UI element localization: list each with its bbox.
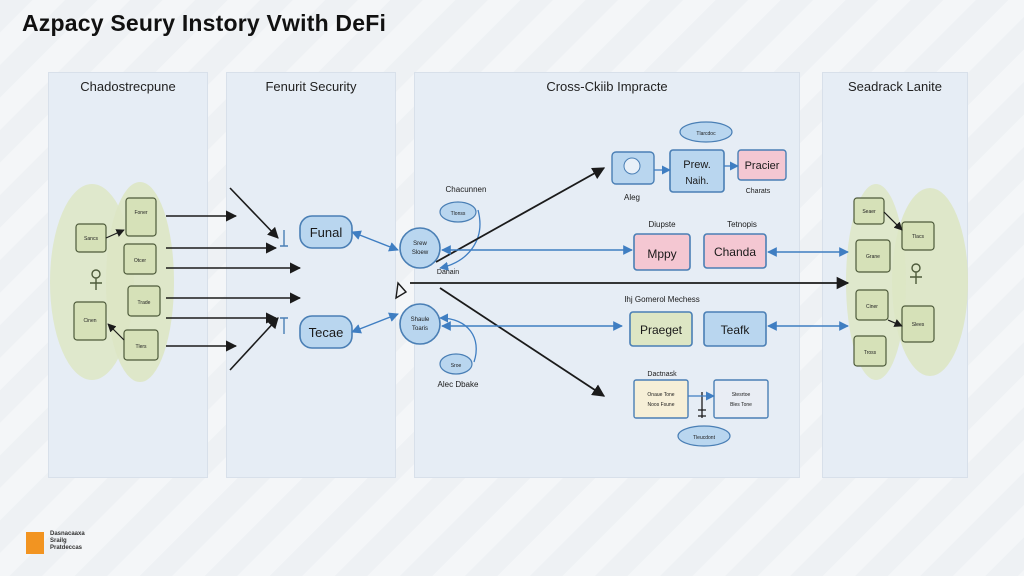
right-stack-connector — [887, 319, 903, 327]
left-stack-person-icon — [90, 269, 102, 290]
mppy-label: Mppy — [647, 247, 676, 261]
cloud-top-label: Tlarcdoc — [696, 131, 716, 137]
funal-label: Funal — [310, 225, 343, 240]
right-stack-connector — [883, 211, 903, 231]
left-stack-label: Sancs — [84, 236, 98, 242]
left-stack-label: Foner — [134, 210, 147, 216]
teafk-label: Teafk — [721, 323, 751, 337]
cloud-lower — [439, 353, 473, 375]
right-stack-person-icon — [910, 263, 922, 284]
right-stack-label: Slees — [912, 322, 925, 328]
left-stack-box — [73, 301, 107, 341]
left-stack-label: Otcer — [134, 258, 147, 264]
right-stack-box — [901, 221, 935, 251]
right-stack-label: Tross — [864, 350, 877, 356]
left-stack-connector — [107, 323, 125, 341]
left-stack-box — [123, 243, 157, 275]
shaule-hub[interactable] — [399, 303, 441, 345]
blue-curve — [439, 313, 477, 363]
cloud-top — [679, 121, 733, 143]
right-stack-box — [853, 197, 885, 225]
logo-line-2: Srailg — [50, 538, 67, 544]
cloud-upper — [439, 201, 477, 223]
cloud-lower-label: Sroe — [451, 363, 462, 369]
doc-b-node[interactable] — [713, 379, 769, 419]
chacunnen-label: Chacunnen — [446, 185, 487, 194]
left-stack-box — [127, 285, 161, 317]
shaule-sublabel: Toaris — [412, 326, 428, 332]
mini-node-dot — [623, 157, 641, 175]
left-stack: Foner Sancs Otcer Trade Cinen Tlers — [73, 197, 161, 361]
left-stack-box — [125, 197, 157, 237]
pracier-label: Pracier — [745, 160, 780, 172]
right-stack-label: Grane — [866, 254, 880, 260]
chanda-node[interactable] — [703, 233, 767, 269]
left-stack-connector — [105, 229, 125, 239]
left-stack-label: Tlers — [135, 344, 147, 350]
doc-b-line1: Stesrtoe — [732, 392, 751, 398]
srew-sublabel: Sloew — [412, 250, 429, 256]
left-arrows — [166, 187, 302, 371]
mppy-node[interactable] — [633, 233, 691, 271]
tetnopis-label: Tetnopis — [727, 220, 757, 229]
diagonal-arrow-down — [439, 287, 606, 397]
arrow — [229, 317, 279, 371]
doc-b-line2: Bles Tone — [730, 402, 752, 408]
connector-icon — [280, 317, 288, 334]
doc-a-node[interactable] — [633, 379, 689, 419]
right-stack-label: Seaer — [862, 209, 876, 215]
blue-arrow — [351, 312, 399, 334]
left-stack-label: Cinen — [83, 318, 96, 324]
general-label: Ihj Gomerol Mechess — [624, 295, 700, 304]
cloud-bottom — [677, 425, 731, 447]
danain-label: Danain — [437, 269, 459, 276]
column-title-2: Fenurit Security — [265, 79, 357, 94]
pracget-label: Praeget — [640, 323, 683, 337]
logo-text: Dasnacaaxa Srailg Pratdeccas — [50, 531, 120, 552]
cloud-upper-label: Tlonss — [451, 211, 466, 217]
naih-label: Naih. — [685, 176, 708, 187]
column-title-4: Seadrack Lanite — [848, 79, 942, 94]
dactnask-label: Dactnask — [647, 371, 677, 378]
right-stack-box — [855, 289, 889, 321]
diupste-label: Diupste — [648, 220, 676, 229]
column-title-1: Chadostrecpune — [80, 79, 176, 94]
alec-label: Alec Dbake — [438, 380, 479, 389]
cloud-bottom-label: Tleucdont — [693, 435, 716, 441]
pracget-node[interactable] — [629, 311, 693, 347]
doc-a-line1: Onaue Tone — [647, 392, 674, 398]
teafk-node[interactable] — [703, 311, 767, 347]
column-title-3: Cross-Ckiib Impracte — [546, 79, 668, 94]
right-stack-label: Ciner — [866, 304, 878, 310]
left-stack-label: Trade — [138, 300, 151, 306]
prew-label: Prew. — [683, 159, 711, 171]
logo-line-1: Dasnacaaxa — [50, 531, 85, 537]
right-blob-inner — [846, 184, 906, 380]
junction-icon — [395, 281, 408, 300]
aleg-label: Aleg — [624, 193, 640, 202]
logo-icon — [26, 532, 44, 554]
srew-hub[interactable] — [399, 227, 441, 269]
right-stack-label: Tlacs — [912, 234, 924, 240]
chanda-label: Chanda — [714, 245, 756, 259]
doc-a-line2: Noos Fsune — [648, 402, 675, 408]
logo-line-3: Pratdeccas — [50, 545, 83, 551]
shaule-label: Shaule — [411, 317, 430, 323]
page-title: Azpacy Seury Instory Vwith DeFi — [22, 10, 387, 36]
right-stack-box — [853, 335, 887, 367]
arrow — [229, 187, 279, 239]
tecae-label: Tecae — [309, 325, 344, 340]
right-stack-box — [855, 239, 891, 273]
charats-label: Charats — [746, 188, 771, 195]
srew-label: Srew — [413, 241, 427, 247]
left-stack-box — [123, 329, 159, 361]
connector-icon — [280, 230, 288, 247]
column-panel-2: Fenurit Security — [226, 72, 396, 478]
blue-arrow — [351, 230, 399, 252]
right-stack: Seaer Tlacs Grane Ciner Slees Tross — [853, 197, 935, 367]
